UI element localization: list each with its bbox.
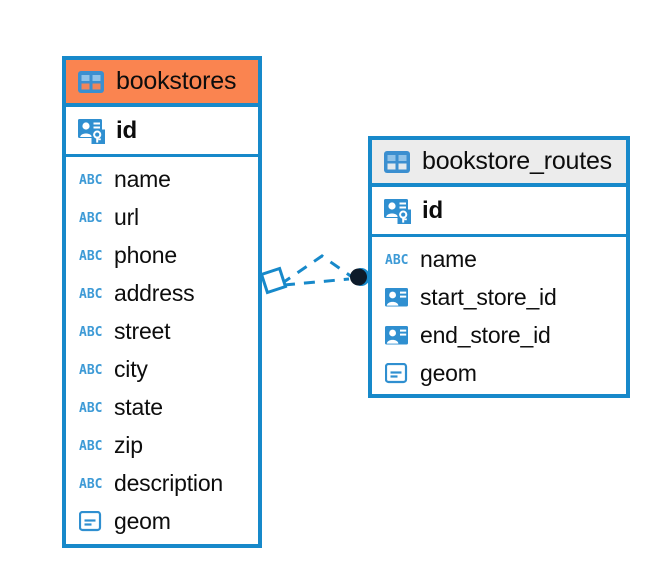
field-row-geom[interactable]: geom [372,354,626,392]
field-label-start-store-id: start_store_id [420,283,557,310]
field-label-name: name [114,165,171,192]
svg-text:ABC: ABC [79,173,102,186]
abc-text-icon: ABC [77,242,104,269]
field-label-city: city [114,355,148,382]
table-icon [76,67,106,97]
field-list-bookstores: ABC name ABC url ABC p [66,157,258,543]
field-row-geom[interactable]: geom [66,502,258,540]
field-label-geom: geom [420,359,477,386]
field-label-phone: phone [114,241,177,268]
field-row-zip[interactable]: ABC zip [66,426,258,464]
svg-text:ABC: ABC [385,253,408,266]
field-label-description: description [114,469,224,496]
svg-text:ABC: ABC [79,249,102,262]
entity-bookstore-routes[interactable]: bookstore_routes id [368,136,630,398]
table-icon [382,147,412,177]
field-row-name[interactable]: ABC name [66,160,258,198]
field-label-geom: geom [114,507,171,534]
geometry-icon [383,360,410,387]
abc-text-icon: ABC [77,318,104,345]
abc-text-icon: ABC [77,280,104,307]
abc-text-icon: ABC [77,394,104,421]
foreign-key-icon [383,284,410,311]
svg-text:ABC: ABC [79,363,102,376]
filled-circle-marker[interactable] [350,268,370,286]
relationship-line-lower [283,277,350,287]
geometry-icon [77,508,104,535]
field-row-street[interactable]: ABC street [66,312,258,350]
abc-text-icon: ABC [77,166,104,193]
field-row-description[interactable]: ABC description [66,464,258,502]
field-label-end-store-id: end_store_id [420,321,551,348]
svg-text:ABC: ABC [79,439,102,452]
field-row-end-store-id[interactable]: end_store_id [372,316,626,354]
svg-text:ABC: ABC [79,477,102,490]
svg-text:ABC: ABC [79,325,102,338]
abc-text-icon: ABC [77,432,104,459]
field-row-city[interactable]: ABC city [66,350,258,388]
entity-bookstores[interactable]: bookstores id [62,56,262,548]
field-row-id[interactable]: id [372,187,626,237]
entity-header-bookstores[interactable]: bookstores [66,60,258,107]
field-row-phone[interactable]: ABC phone [66,236,258,274]
abc-text-icon: ABC [77,204,104,231]
entity-header-bookstore-routes[interactable]: bookstore_routes [372,140,626,187]
field-row-state[interactable]: ABC state [66,388,258,426]
entity-title-bookstore-routes: bookstore_routes [422,147,612,175]
field-label-name: name [420,245,477,272]
field-row-address[interactable]: ABC address [66,274,258,312]
relationship-line-upper [280,254,353,286]
entity-title-bookstores: bookstores [116,67,237,95]
field-row-url[interactable]: ABC url [66,198,258,236]
svg-text:ABC: ABC [79,287,102,300]
field-list-bookstore-routes: ABC name start_store_id [372,237,626,395]
field-label-address: address [114,279,195,306]
primary-key-icon [76,116,106,146]
field-label-state: state [114,393,163,420]
field-label-zip: zip [114,431,143,458]
primary-key-icon [382,196,412,226]
field-label-id: id [116,116,137,144]
field-label-url: url [114,203,139,230]
foreign-key-icon [383,322,410,349]
field-label-id: id [422,196,443,224]
abc-text-icon: ABC [77,356,104,383]
field-row-id[interactable]: id [66,107,258,157]
field-label-street: street [114,317,171,344]
field-row-start-store-id[interactable]: start_store_id [372,278,626,316]
svg-text:ABC: ABC [79,401,102,414]
abc-text-icon: ABC [77,470,104,497]
svg-text:ABC: ABC [79,211,102,224]
diamond-marker[interactable] [259,266,288,295]
abc-text-icon: ABC [383,246,410,273]
field-row-name[interactable]: ABC name [372,240,626,278]
